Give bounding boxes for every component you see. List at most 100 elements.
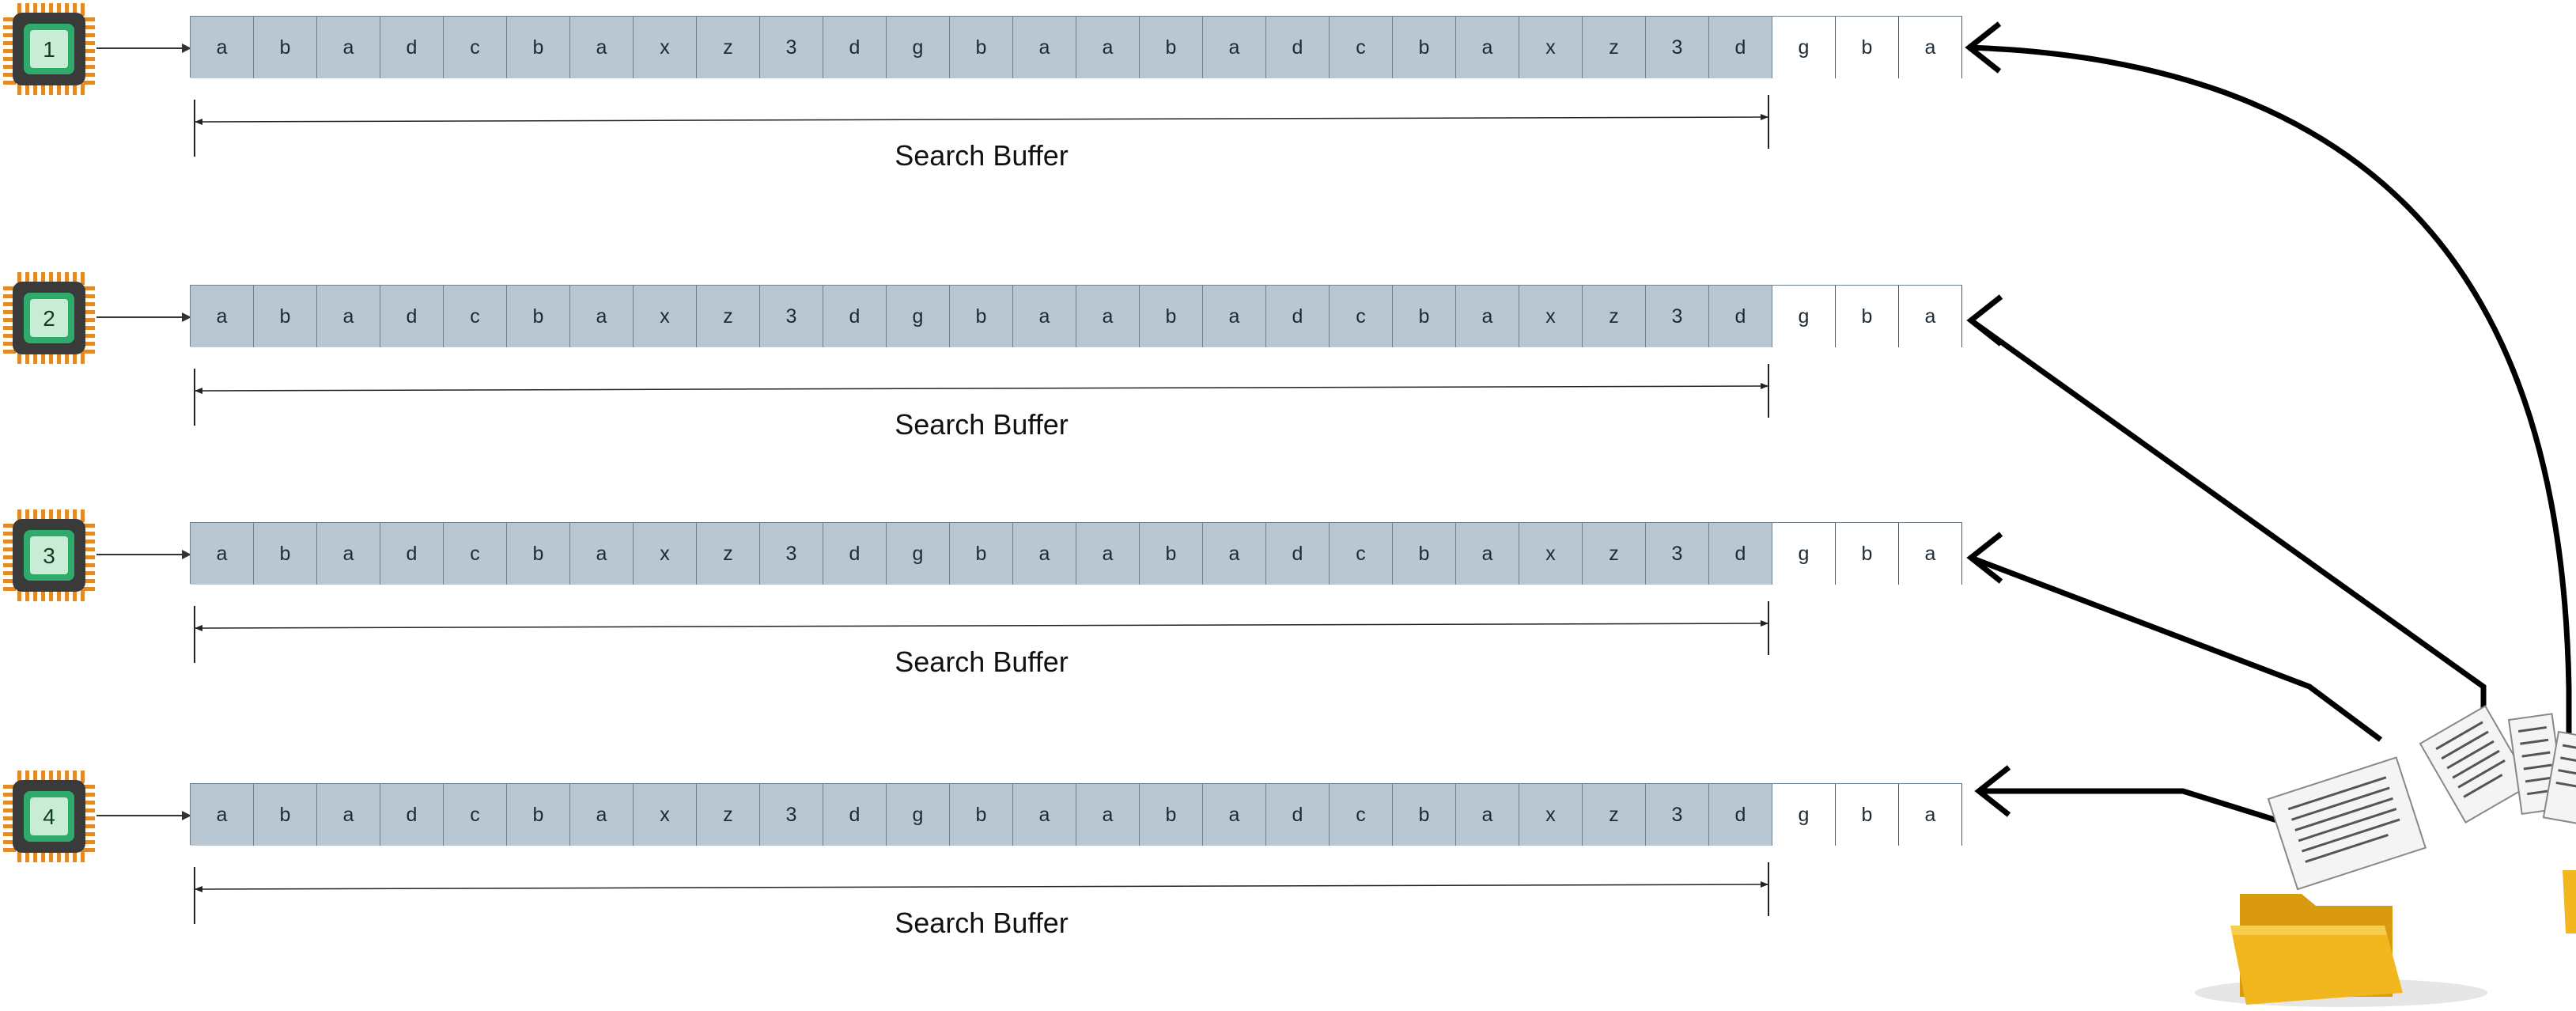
search-buffer-cell: b xyxy=(1393,784,1456,846)
search-buffer-cell: a xyxy=(1203,784,1266,846)
search-buffer-cell: b xyxy=(1393,523,1456,585)
search-buffer-cell: d xyxy=(380,784,444,846)
search-buffer-cell: z xyxy=(697,523,760,585)
lookahead-buffer-cell: g xyxy=(1772,286,1836,347)
search-buffer-cell: c xyxy=(444,17,507,78)
distribution-arrow xyxy=(1979,788,2291,827)
search-buffer-cell: a xyxy=(1076,784,1140,846)
lookahead-buffer-cell: g xyxy=(1772,784,1836,846)
search-buffer-cell: a xyxy=(1203,286,1266,347)
folder-with-flying-documents-icon xyxy=(2195,705,2576,1007)
search-buffer-label: Search Buffer xyxy=(895,646,1069,678)
search-buffer-cell: b xyxy=(1140,523,1203,585)
search-buffer-cell: a xyxy=(1076,17,1140,78)
search-buffer-cell: d xyxy=(1266,17,1330,78)
search-buffer-label: Search Buffer xyxy=(895,408,1069,441)
search-buffer-cell: g xyxy=(887,523,950,585)
search-buffer-cell: z xyxy=(697,17,760,78)
search-buffer-cell: d xyxy=(1266,523,1330,585)
search-buffer-cell: 3 xyxy=(1646,286,1709,347)
search-buffer-cell: a xyxy=(1013,784,1076,846)
arrowhead-icon xyxy=(182,811,191,820)
chip-to-buffer-arrow xyxy=(96,815,190,816)
search-buffer-cell: c xyxy=(444,286,507,347)
search-buffer-cell: b xyxy=(950,784,1013,846)
search-buffer-cell: b xyxy=(950,523,1013,585)
search-buffer-cell: c xyxy=(444,784,507,846)
lookahead-buffer-cell: b xyxy=(1836,784,1899,846)
search-buffer-cell: 3 xyxy=(760,784,823,846)
search-buffer-cell: a xyxy=(191,523,254,585)
search-buffer-span xyxy=(194,364,1769,426)
lookahead-buffer-cell: b xyxy=(1836,286,1899,347)
search-buffer-span xyxy=(194,95,1769,157)
arrowhead-icon xyxy=(182,44,191,53)
search-buffer-cell: z xyxy=(1583,523,1646,585)
search-buffer-cell: b xyxy=(950,286,1013,347)
search-buffer-cell: c xyxy=(1330,286,1393,347)
cpu-chip-icon: 1 xyxy=(0,0,98,98)
search-buffer-cell: d xyxy=(823,523,887,585)
arrowhead-icon xyxy=(1966,532,2003,584)
search-buffer-cell: d xyxy=(380,286,444,347)
search-buffer-cell: b xyxy=(1393,17,1456,78)
distribution-arrow xyxy=(1969,318,2487,712)
chip-number-label: 2 xyxy=(43,306,55,331)
chip-to-buffer-arrow xyxy=(96,47,190,49)
arrowhead-icon xyxy=(1965,21,2002,74)
search-buffer-cell: d xyxy=(1709,523,1772,585)
search-buffer-cell: a xyxy=(317,286,380,347)
lookahead-buffer-cell: a xyxy=(1899,286,1962,347)
search-buffer-cell: 3 xyxy=(760,286,823,347)
search-buffer-cell: b xyxy=(1140,286,1203,347)
search-buffer-cell: a xyxy=(1076,286,1140,347)
search-buffer-cell: x xyxy=(634,523,697,585)
search-buffer-cell: a xyxy=(1456,17,1519,78)
arrowhead-icon xyxy=(1974,765,2011,817)
search-buffer-cell: d xyxy=(1266,784,1330,846)
search-buffer-cell: g xyxy=(887,17,950,78)
search-buffer-cell: 3 xyxy=(760,17,823,78)
search-buffer-cell: a xyxy=(317,784,380,846)
search-buffer-cell: c xyxy=(1330,17,1393,78)
search-buffer-cell: z xyxy=(697,286,760,347)
arrowhead-icon xyxy=(182,550,191,559)
search-buffer-cell: a xyxy=(1076,523,1140,585)
search-buffer-cell: a xyxy=(1456,784,1519,846)
search-buffer-cell: b xyxy=(1140,784,1203,846)
search-buffer-cell: b xyxy=(507,17,570,78)
search-buffer-cell: g xyxy=(887,784,950,846)
search-buffer-cell: d xyxy=(1266,286,1330,347)
search-buffer-cell: z xyxy=(1583,286,1646,347)
search-buffer-cell: x xyxy=(1519,17,1583,78)
lookahead-buffer-cell: a xyxy=(1899,523,1962,585)
search-buffer-cell: x xyxy=(634,286,697,347)
search-buffer-cell: g xyxy=(887,286,950,347)
lookahead-buffer-cell: g xyxy=(1772,17,1836,78)
search-buffer-cell: b xyxy=(1140,17,1203,78)
search-buffer-cell: x xyxy=(634,17,697,78)
search-buffer-label: Search Buffer xyxy=(895,139,1069,172)
search-buffer-cell: d xyxy=(823,784,887,846)
search-buffer-cell: a xyxy=(1013,17,1076,78)
search-buffer-cell: 3 xyxy=(1646,784,1709,846)
search-buffer-cell: b xyxy=(507,523,570,585)
search-buffer-cell: z xyxy=(1583,784,1646,846)
distribution-arrow xyxy=(1969,555,2383,742)
lookahead-buffer-cell: a xyxy=(1899,784,1962,846)
search-buffer-cell: a xyxy=(191,286,254,347)
cpu-chip-icon: 3 xyxy=(0,506,98,604)
search-buffer-label: Search Buffer xyxy=(895,907,1069,939)
search-buffer-cell: b xyxy=(1393,286,1456,347)
cpu-chip-icon: 2 xyxy=(0,269,98,367)
search-buffer-cell: a xyxy=(317,523,380,585)
